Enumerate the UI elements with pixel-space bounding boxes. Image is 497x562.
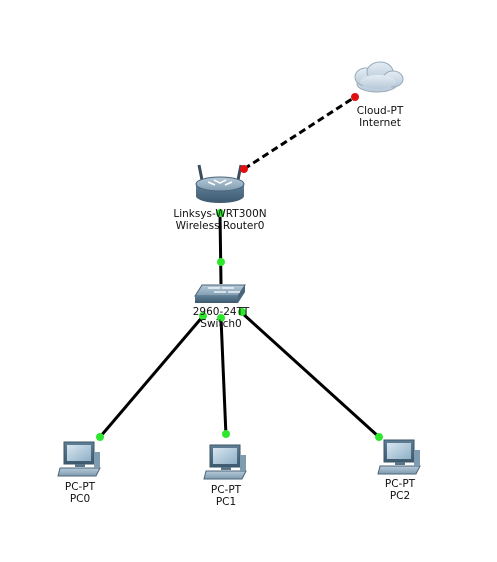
pc1-label: PC-PT PC1 bbox=[211, 484, 241, 508]
pc0-label: PC-PT PC0 bbox=[65, 481, 95, 505]
switch-name-label: Switch0 bbox=[200, 318, 242, 330]
pc1-name-label: PC1 bbox=[215, 496, 237, 508]
router-type-label: Linksys-WRT300N bbox=[173, 208, 267, 220]
port-light-pc1 bbox=[222, 430, 230, 438]
pc2-name-label: PC2 bbox=[389, 490, 411, 502]
cloud-name-label: Internet bbox=[359, 117, 401, 129]
link-switch-pc1[interactable] bbox=[219, 317, 228, 437]
pc0-icon[interactable] bbox=[57, 441, 101, 477]
port-light-router-lan bbox=[216, 209, 224, 217]
switch-type-label: 2960-24TT bbox=[192, 306, 250, 318]
switch-icon[interactable] bbox=[194, 284, 246, 303]
link-router-switch[interactable] bbox=[218, 212, 223, 285]
port-light-cloud bbox=[351, 93, 359, 101]
link-router-cloud[interactable] bbox=[243, 95, 356, 171]
pc2-label: PC-PT PC2 bbox=[385, 478, 415, 502]
link-switch-pc2[interactable] bbox=[240, 311, 381, 439]
router-label: Linksys-WRT300N Wireless Router0 bbox=[173, 208, 266, 232]
pc2-type-label: PC-PT bbox=[384, 478, 416, 490]
port-light-switch-pc0 bbox=[199, 312, 207, 320]
cloud-label: Cloud-PT Internet bbox=[357, 105, 404, 129]
pc1-type-label: PC-PT bbox=[210, 484, 242, 496]
port-light-pc0 bbox=[96, 433, 104, 441]
port-light-switch-uplink bbox=[217, 258, 225, 266]
pc1-icon[interactable] bbox=[203, 444, 247, 480]
pc0-type-label: PC-PT bbox=[64, 481, 96, 493]
link-switch-pc0[interactable] bbox=[98, 314, 206, 438]
cloud-type-label: Cloud-PT bbox=[356, 105, 404, 117]
switch-label: 2960-24TT Switch0 bbox=[193, 306, 250, 330]
port-light-switch-pc1 bbox=[217, 314, 225, 322]
pc0-name-label: PC0 bbox=[69, 493, 91, 505]
router-icon[interactable] bbox=[195, 164, 245, 203]
router-name-label: Wireless Router0 bbox=[175, 220, 265, 232]
cloud-icon[interactable] bbox=[354, 61, 404, 93]
port-light-switch-pc2 bbox=[238, 308, 246, 316]
port-light-router-wan bbox=[240, 165, 248, 173]
pc2-icon[interactable] bbox=[377, 439, 421, 475]
port-light-pc2 bbox=[375, 433, 383, 441]
